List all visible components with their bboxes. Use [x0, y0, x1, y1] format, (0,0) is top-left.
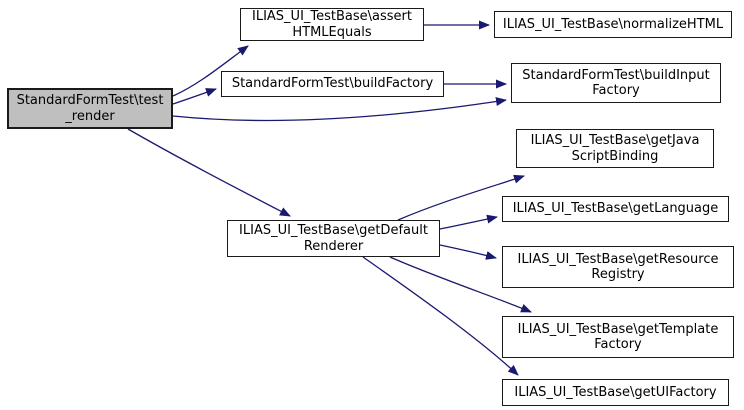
edge-test-render-to-build-input-factory [172, 97, 507, 122]
node-assert-htmlequals-label-line1: ILIAS_UI_TestBase\assert [252, 9, 412, 24]
edge-get-default-renderer-to-get-resource-registry [439, 244, 497, 260]
node-build-input-factory[interactable]: StandardFormTest\buildInput Factory [511, 63, 721, 103]
node-get-javascript-binding[interactable]: ILIAS_UI_TestBase\getJava ScriptBinding [516, 129, 714, 168]
node-get-template-factory-label-line2: Factory [594, 337, 642, 352]
node-get-default-renderer-label-line2: Renderer [303, 238, 364, 254]
node-get-resource-registry-label-line1: ILIAS_UI_TestBase\getResource [517, 251, 719, 267]
node-get-template-factory-label-line1: ILIAS_UI_TestBase\getTemplate [517, 321, 719, 337]
node-get-resource-registry[interactable]: ILIAS_UI_TestBase\getResource Registry [502, 246, 734, 288]
node-get-language[interactable]: ILIAS_UI_TestBase\getLanguage [502, 196, 729, 222]
node-get-template-factory[interactable]: ILIAS_UI_TestBase\getTemplate Factory [502, 316, 734, 358]
node-normalize-html[interactable]: ILIAS_UI_TestBase\normalizeHTML [494, 11, 732, 38]
edge-test-render-to-assert-htmlequals [172, 45, 249, 97]
node-get-ui-factory[interactable]: ILIAS_UI_TestBase\getUIFactory [502, 379, 729, 406]
edge-test-render-to-build-factory [172, 88, 217, 105]
node-build-input-factory-label-line1: StandardFormTest\buildInput [522, 67, 710, 83]
node-build-factory[interactable]: StandardFormTest\buildFactory [221, 71, 444, 97]
node-assert-htmlequals[interactable]: ILIAS_UI_TestBase\assert HTMLEquals [240, 8, 424, 41]
edge-get-default-renderer-to-get-ui-factory [362, 256, 519, 376]
node-get-default-renderer[interactable]: ILIAS_UI_TestBase\getDefault Renderer [227, 220, 440, 257]
edge-get-default-renderer-to-get-language [439, 214, 498, 230]
node-get-language-label: ILIAS_UI_TestBase\getLanguage [512, 201, 719, 217]
node-assert-htmlequals-label-line2: HTMLEquals [292, 24, 372, 40]
node-get-javascript-binding-label-line2: ScriptBinding [571, 148, 659, 164]
edge-get-default-renderer-to-get-template-factory [389, 256, 532, 313]
node-test-render-label-line1: StandardFormTest\test [16, 93, 164, 108]
node-get-ui-factory-label: ILIAS_UI_TestBase\getUIFactory [514, 384, 717, 400]
node-normalize-html-label: ILIAS_UI_TestBase\normalizeHTML [502, 16, 724, 32]
node-get-default-renderer-label-line1: ILIAS_UI_TestBase\getDefault [239, 223, 428, 238]
node-build-factory-label: StandardFormTest\buildFactory [231, 76, 434, 92]
edge-test-render-to-get-default-renderer [127, 128, 291, 217]
node-get-resource-registry-label-line2: Registry [591, 267, 645, 282]
edge-get-default-renderer-to-get-javascript-binding [397, 174, 525, 221]
node-test-render: StandardFormTest\test _render [7, 88, 173, 129]
node-build-input-factory-label-line2: Factory [592, 83, 640, 98]
node-get-javascript-binding-label-line1: ILIAS_UI_TestBase\getJava [530, 133, 700, 148]
node-test-render-label-line2: _render [65, 108, 115, 124]
